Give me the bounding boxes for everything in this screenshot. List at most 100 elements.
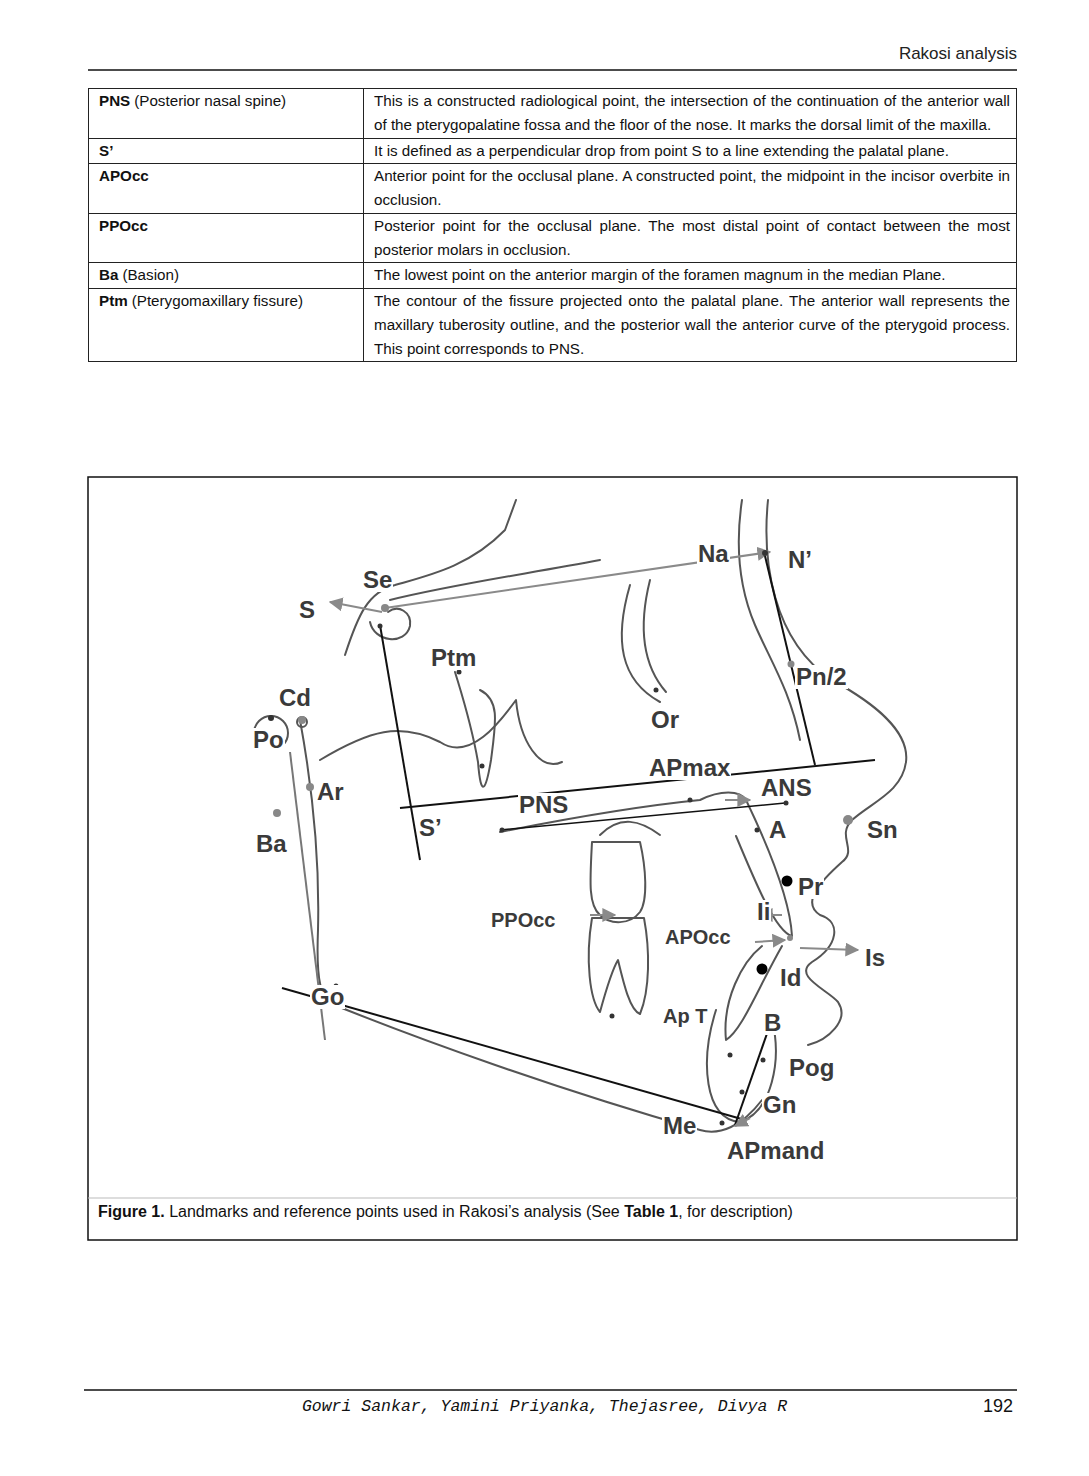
- figure-caption: Figure 1. Landmarks and reference points…: [98, 1201, 1003, 1223]
- tracing-stroke: [622, 585, 660, 702]
- tracing-stroke: [88, 69, 1017, 71]
- term-cell: PPOcc: [89, 213, 364, 263]
- table-row: S’ It is defined as a perpendicular drop …: [89, 138, 1017, 163]
- term-abbrev: APOcc: [99, 167, 149, 184]
- landmark-label: PPOcc: [490, 910, 556, 930]
- tracing-stroke: [600, 822, 660, 835]
- landmark-label: B: [763, 1011, 782, 1035]
- description-cell: The contour of the fissure projected ont…: [364, 288, 1017, 362]
- tracing-stroke: [455, 672, 495, 787]
- tracing-stroke: [320, 700, 562, 764]
- term-abbrev: Ptm: [99, 292, 128, 309]
- term-cell: Ptm(Pterygomaxillary fissure): [89, 288, 364, 362]
- page-number: 192: [983, 1396, 1013, 1417]
- term-cell: PNS(Posterior nasal spine): [89, 89, 364, 139]
- landmark-table: PNS(Posterior nasal spine)This is a cons…: [88, 88, 1017, 362]
- description-cell: The lowest point on the anterior margin …: [364, 263, 1017, 288]
- tracing-stroke: [84, 1389, 1017, 1391]
- tracing-stroke: [268, 715, 274, 721]
- landmark-dots: [268, 550, 853, 1126]
- tracing-stroke: [88, 477, 1017, 1240]
- landmark-label: Ar: [316, 780, 345, 804]
- tracing-stroke: [761, 1058, 766, 1063]
- landmark-label: APmax: [648, 756, 731, 780]
- tracing-stroke: [390, 560, 600, 600]
- term-name: (Basion): [122, 266, 179, 283]
- term-description: The lowest point on the anterior margin …: [374, 266, 946, 283]
- tracing-stroke: [843, 815, 853, 825]
- landmark-label: PNS: [518, 793, 569, 817]
- landmark-label: Sn: [866, 818, 899, 842]
- tracing-stroke: [784, 801, 789, 806]
- tracing-stroke: [765, 556, 815, 765]
- landmark-label: Or: [650, 708, 680, 732]
- tracing-stroke: [644, 580, 666, 692]
- landmark-label: Ba: [255, 832, 288, 856]
- tracing-stroke: [720, 1121, 725, 1126]
- term-abbrev: PPOcc: [99, 217, 148, 234]
- description-cell: Anterior point for the occlusal plane. A…: [364, 163, 1017, 213]
- landmark-label: Ptm: [430, 646, 477, 670]
- tracing-stroke: [381, 604, 389, 612]
- term-abbrev: S’: [99, 142, 113, 159]
- tracing-stroke: [88, 1198, 1017, 1199]
- running-header: Rakosi analysis: [899, 44, 1017, 64]
- term-abbrev: PNS: [99, 92, 130, 109]
- landmark-label: A: [768, 818, 787, 842]
- term-description: It is defined as a perpendicular drop fr…: [374, 142, 949, 159]
- tracing-stroke: [788, 661, 795, 668]
- tracing-stroke: [457, 670, 462, 675]
- tracing-stroke: [766, 500, 906, 1045]
- landmark-label: Go: [310, 985, 345, 1009]
- tracing-stroke: [755, 828, 760, 833]
- tracing-stroke: [736, 800, 792, 936]
- tracing-stroke: [728, 1053, 733, 1058]
- landmark-label: N’: [787, 548, 813, 572]
- tracing-stroke: [330, 602, 382, 612]
- tracing-stroke: [480, 764, 485, 769]
- reference-lines: [282, 552, 875, 1126]
- landmark-label: Na: [697, 542, 730, 566]
- tracing-stroke: [787, 935, 793, 941]
- landmark-label: APOcc: [664, 927, 732, 947]
- tracing-stroke: [725, 799, 750, 801]
- landmark-label: ANS: [760, 776, 813, 800]
- landmark-label: Gn: [762, 1093, 797, 1117]
- table-row: APOcc Anterior point for the occlusal pla…: [89, 163, 1017, 213]
- term-name: (Pterygomaxillary fissure): [132, 292, 303, 309]
- landmark-label: Cd: [278, 686, 312, 710]
- tracing-stroke: [378, 624, 383, 629]
- landmark-label: Ii: [756, 900, 771, 924]
- tracing-stroke: [610, 1014, 615, 1019]
- tracing-stroke: [757, 964, 768, 975]
- tracing-stroke: [755, 940, 785, 942]
- tracing-stroke: [688, 798, 693, 803]
- term-description: Anterior point for the occlusal plane. A…: [374, 167, 1010, 208]
- tracing-stroke: [298, 716, 306, 724]
- term-name: (Posterior nasal spine): [134, 92, 286, 109]
- tracing-stroke: [590, 914, 615, 916]
- landmark-label: Se: [362, 568, 393, 592]
- tracing-stroke: [725, 946, 782, 1040]
- landmark-label: S: [298, 598, 316, 622]
- landmark-label: Pn/2: [795, 665, 848, 689]
- tracing-stroke: [739, 500, 800, 740]
- tracing-stroke: [380, 625, 420, 860]
- tracing-stroke: [740, 1090, 745, 1095]
- landmark-label: S’: [418, 816, 443, 840]
- term-cell: Ba(Basion): [89, 263, 364, 288]
- description-cell: Posterior point for the occlusal plane. …: [364, 213, 1017, 263]
- landmark-label: Pog: [788, 1056, 835, 1080]
- tracing-stroke: [282, 988, 745, 1120]
- term-description: This is a constructed radiological point…: [374, 92, 1010, 133]
- tracing-stroke: [306, 783, 314, 791]
- tracing-stroke: [297, 717, 307, 727]
- tracing-stroke: [762, 550, 768, 556]
- term-cell: APOcc: [89, 163, 364, 213]
- author-footer: Gowri Sankar, Yamini Priyanka, Thejasree…: [0, 1397, 1089, 1416]
- landmark-label: Pr: [797, 875, 824, 899]
- table-row: PNS(Posterior nasal spine)This is a cons…: [89, 89, 1017, 139]
- tracing-stroke: [590, 842, 645, 922]
- cephalometric-tracing: [254, 500, 906, 1132]
- tracing-stroke: [300, 720, 336, 1006]
